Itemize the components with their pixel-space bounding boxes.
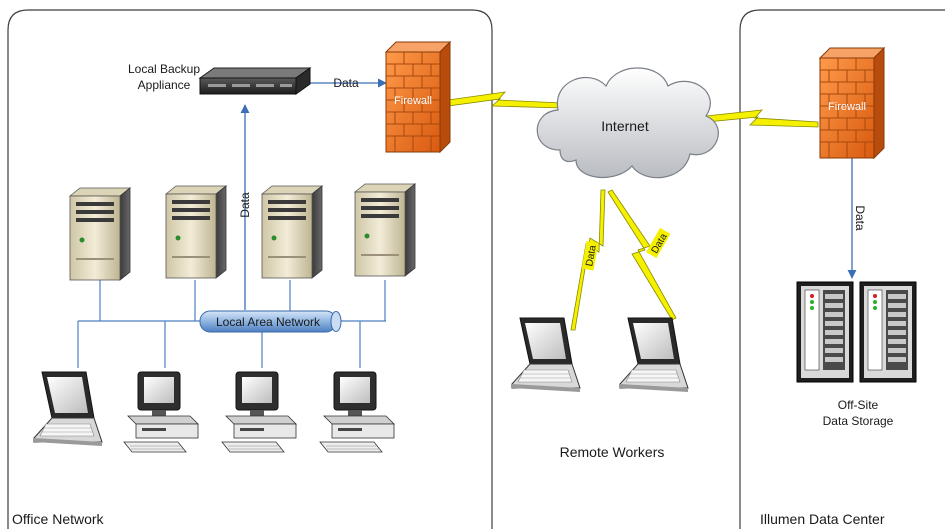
server-tower	[165, 185, 227, 279]
storage-rack	[859, 281, 917, 383]
right-firewall-label: Firewall	[828, 101, 866, 113]
internet-cloud	[536, 67, 719, 179]
desktop-computer	[221, 371, 297, 453]
offsite-label-line2: Data Storage	[823, 414, 894, 428]
data-center-label: Illumen Data Center	[760, 511, 885, 527]
remote-laptop	[511, 317, 581, 393]
server-tower	[261, 185, 323, 279]
server-tower	[69, 187, 131, 281]
local-area-network-pipe	[199, 310, 342, 333]
internet-laptop1-lightning	[570, 189, 606, 331]
office-network-label: Office Network	[12, 511, 105, 527]
firewall-internet-lightning	[447, 91, 563, 109]
lan-label: Local Area Network	[216, 315, 321, 329]
firewall-to-storage-data-label: Data	[853, 205, 867, 231]
data-center-panel	[739, 9, 945, 529]
server-tower	[354, 183, 416, 277]
internet-to-laptop1-data-label: Data	[584, 244, 599, 267]
backup-to-firewall-data-label: Data	[333, 76, 359, 90]
desktop-computer	[123, 371, 199, 453]
backup-appliance	[198, 67, 312, 95]
backup-label-line2: Appliance	[138, 78, 191, 92]
internet-firewall-lightning	[705, 109, 819, 128]
remote-workers-label: Remote Workers	[560, 444, 665, 460]
office-network-panel	[7, 9, 493, 529]
offsite-label-line1: Off-Site	[838, 398, 879, 412]
backup-label-line1: Local Backup	[128, 62, 200, 76]
left-firewall-label: Firewall	[394, 95, 432, 107]
internet-label: Internet	[601, 118, 649, 134]
storage-rack	[796, 281, 854, 383]
remote-laptop	[619, 317, 689, 393]
desktop-computer	[319, 371, 395, 453]
office-laptop	[33, 371, 103, 447]
lan-to-backup-data-label: Data	[238, 192, 252, 218]
internet-laptop2-lightning	[607, 189, 677, 321]
